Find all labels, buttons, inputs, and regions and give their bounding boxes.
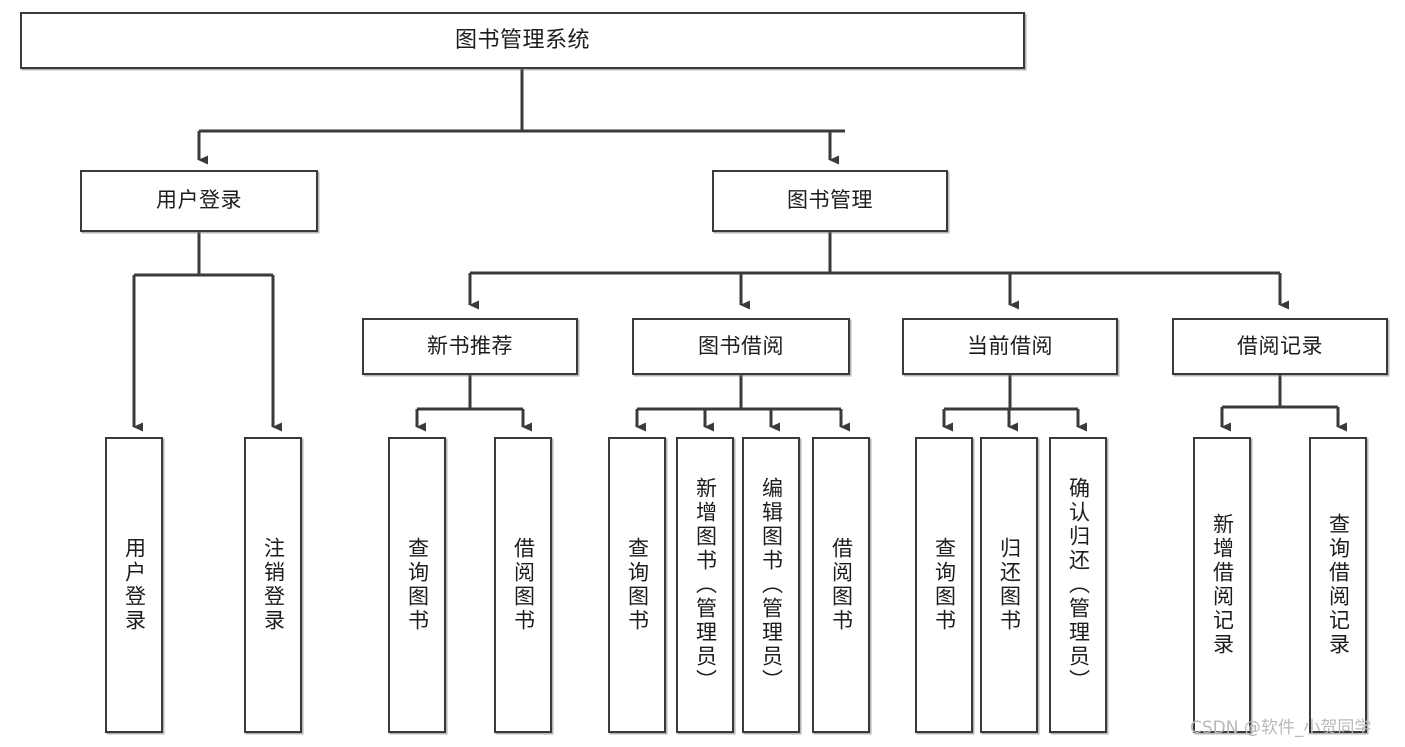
- node-leaf-logout[interactable]: 注销登录: [244, 437, 302, 733]
- node-new-book-recommendation[interactable]: 新书推荐: [362, 318, 578, 375]
- node-label: 图书借阅: [698, 334, 784, 358]
- node-label: 用户登录: [156, 189, 242, 213]
- node-book-borrowing[interactable]: 图书借阅: [632, 318, 850, 375]
- node-label: 查询图书: [405, 537, 429, 633]
- node-label: 编辑图书（管理员）: [759, 477, 783, 693]
- node-leaf-query-book-3[interactable]: 查询图书: [915, 437, 973, 733]
- node-borrowing-record[interactable]: 借阅记录: [1172, 318, 1388, 375]
- node-leaf-add-book-admin[interactable]: 新增图书（管理员）: [676, 437, 734, 733]
- node-label: 借阅图书: [829, 537, 853, 633]
- node-label: 新书推荐: [427, 334, 513, 358]
- node-label: 查询图书: [932, 537, 956, 633]
- node-label: 借阅图书: [511, 537, 535, 633]
- node-label: 图书管理系统: [454, 27, 590, 53]
- node-leaf-borrow-book-2[interactable]: 借阅图书: [812, 437, 870, 733]
- node-leaf-borrow-book-1[interactable]: 借阅图书: [494, 437, 552, 733]
- node-leaf-user-login[interactable]: 用户登录: [105, 437, 163, 733]
- node-label: 归还图书: [997, 537, 1021, 633]
- node-leaf-query-book-2[interactable]: 查询图书: [608, 437, 666, 733]
- node-label: 新增借阅记录: [1210, 513, 1234, 657]
- node-leaf-return-book[interactable]: 归还图书: [980, 437, 1038, 733]
- node-root-book-management-system[interactable]: 图书管理系统: [20, 12, 1025, 69]
- node-label: 当前借阅: [967, 334, 1053, 358]
- node-label: 确认归还（管理员）: [1066, 477, 1090, 693]
- node-label: 新增图书（管理员）: [693, 477, 717, 693]
- node-label: 借阅记录: [1237, 334, 1323, 358]
- node-leaf-edit-book-admin[interactable]: 编辑图书（管理员）: [742, 437, 800, 733]
- node-current-borrowing[interactable]: 当前借阅: [902, 318, 1118, 375]
- node-label: 用户登录: [122, 537, 146, 633]
- node-label: 查询图书: [625, 537, 649, 633]
- node-book-management[interactable]: 图书管理: [712, 170, 948, 232]
- node-leaf-query-book-1[interactable]: 查询图书: [388, 437, 446, 733]
- node-label: 图书管理: [787, 189, 873, 213]
- node-user-login[interactable]: 用户登录: [80, 170, 318, 232]
- node-leaf-query-borrow-record[interactable]: 查询借阅记录: [1309, 437, 1367, 733]
- node-leaf-add-borrow-record[interactable]: 新增借阅记录: [1193, 437, 1251, 733]
- node-label: 查询借阅记录: [1326, 513, 1350, 657]
- node-label: 注销登录: [261, 537, 285, 633]
- node-leaf-confirm-return-admin[interactable]: 确认归还（管理员）: [1049, 437, 1107, 733]
